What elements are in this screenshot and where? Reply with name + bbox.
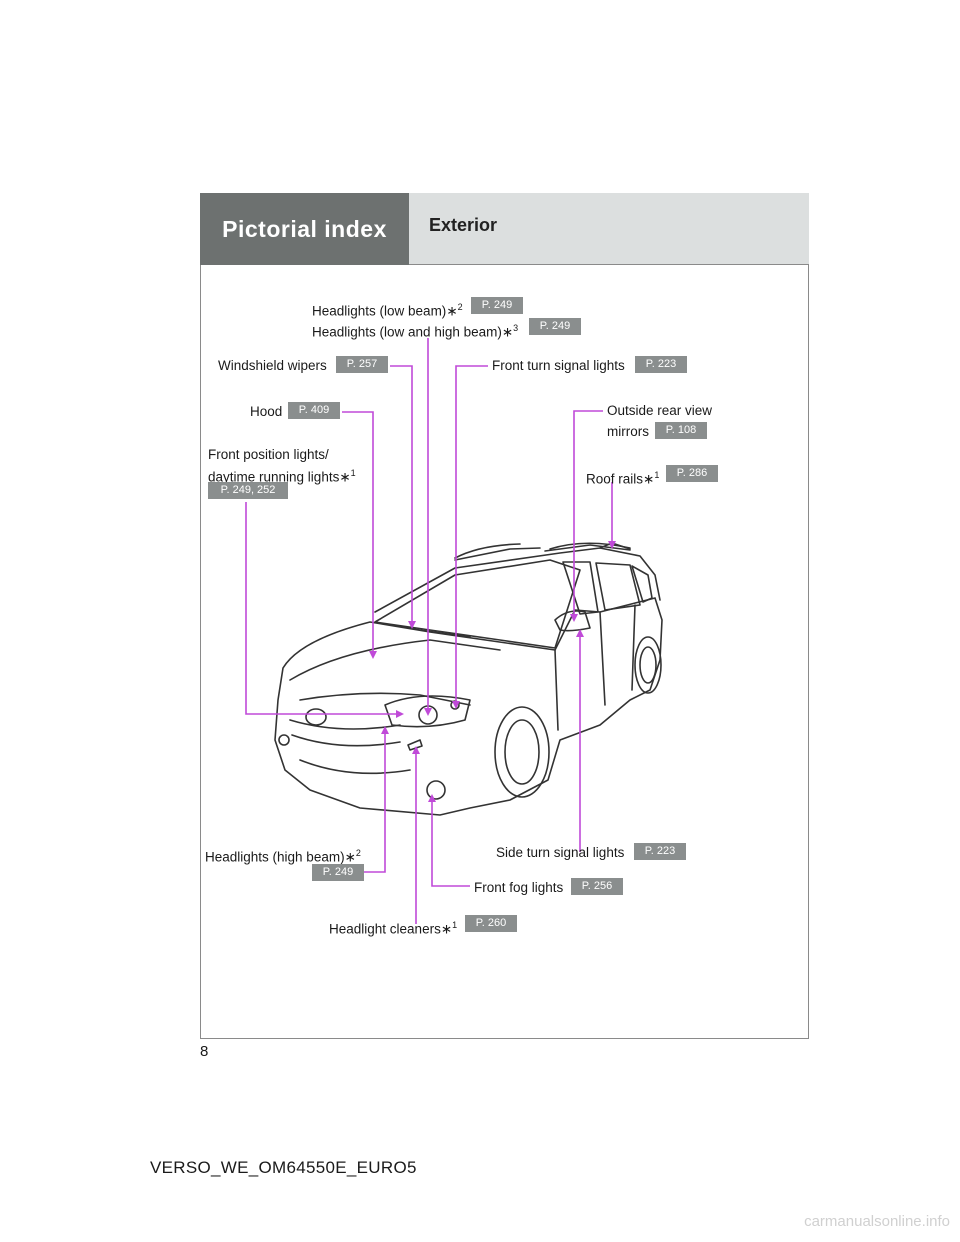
label-hood: Hood: [250, 404, 283, 419]
label-roof-rails: Roof rails∗1: [586, 470, 660, 487]
page-ref-roof-rails[interactable]: P. 286: [666, 465, 718, 482]
label-side-turn-signal: Side turn signal lights: [496, 845, 625, 860]
page-ref-headlights-low-high[interactable]: P. 249: [529, 318, 581, 335]
page-ref-front-fog[interactable]: P. 256: [571, 878, 623, 895]
label-outside-mirrors-2: mirrors: [607, 424, 649, 439]
page-ref-headlights-low[interactable]: P. 249: [471, 297, 523, 314]
leader-front-position: [245, 502, 400, 715]
leader-lines: [245, 338, 613, 924]
page-ref-hood[interactable]: P. 409: [288, 402, 340, 419]
label-front-turn-signal: Front turn signal lights: [492, 358, 625, 373]
page-ref-windshield-wipers[interactable]: P. 257: [336, 356, 388, 373]
leader-hood: [342, 411, 374, 655]
label-front-position-2: daytime running lights∗1: [208, 468, 356, 485]
label-headlights-low-high: Headlights (low and high beam)∗3: [312, 323, 519, 340]
leader-front-fog: [431, 798, 470, 887]
subsection-title: Exterior: [409, 193, 809, 265]
leader-arrows: [369, 541, 616, 802]
page-ref-outside-mirrors[interactable]: P. 108: [655, 422, 707, 439]
label-windshield-wipers: Windshield wipers: [218, 358, 327, 373]
label-headlight-cleaners: Headlight cleaners∗1: [329, 920, 458, 937]
page-ref-headlights-high[interactable]: P. 249: [312, 864, 364, 881]
page-number: 8: [200, 1043, 209, 1060]
section-title: Pictorial index: [200, 193, 409, 265]
leader-windshield-wipers: [390, 365, 413, 625]
label-headlights-high: Headlights (high beam)∗2: [205, 848, 361, 865]
document-id: VERSO_WE_OM64550E_EURO5: [150, 1158, 417, 1177]
page-ref-side-turn-signal[interactable]: P. 223: [634, 843, 686, 860]
car-drawing: [274, 542, 663, 816]
leader-headlights-high: [364, 730, 386, 873]
leader-front-turn-signal: [455, 365, 488, 705]
label-headlights-low: Headlights (low beam)∗2: [312, 302, 463, 319]
leader-outside-mirrors: [573, 410, 603, 618]
label-front-position: Front position lights/: [208, 447, 329, 462]
label-outside-mirrors: Outside rear view: [607, 403, 713, 418]
page-ref-headlight-cleaners[interactable]: P. 260: [465, 915, 517, 932]
label-front-fog: Front fog lights: [474, 880, 564, 895]
watermark: carmanualsonline.info: [804, 1213, 950, 1230]
page-ref-front-turn-signal[interactable]: P. 223: [635, 356, 687, 373]
page-ref-front-position[interactable]: P. 249, 252: [208, 482, 288, 499]
